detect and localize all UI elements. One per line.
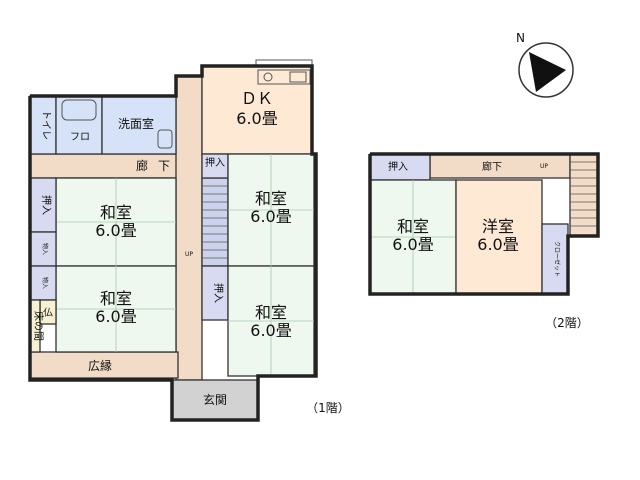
tatami-room-3-name: 和室 — [255, 189, 287, 208]
closet-1f-stair-bottom — [201, 265, 229, 321]
tatami-grid-lines — [56, 154, 314, 376]
butsudan-label: 仏 — [43, 307, 53, 319]
western-room-2f — [455, 179, 543, 295]
bath-room — [55, 95, 103, 155]
tatami-room-2-size: 6.0畳 — [95, 307, 136, 326]
floor-2 — [368, 152, 600, 296]
kitchen-sink — [263, 72, 273, 82]
closet-2f-label: 押入 — [388, 160, 408, 173]
kitchen-stove — [289, 71, 307, 83]
closet-b-label: 物入 — [41, 243, 49, 255]
closet-e-label: 押入 — [212, 283, 225, 303]
tatami-room-1-name: 和室 — [100, 203, 132, 222]
tokonoma-label: 床の間 — [32, 311, 45, 341]
compass-needle — [529, 52, 566, 92]
outer-wall-1f — [28, 64, 318, 422]
closet-2f — [369, 153, 431, 181]
tatami-grid-2f — [370, 180, 456, 294]
washroom-label: 洗面室 — [118, 116, 154, 131]
tatami-room-2-name: 和室 — [100, 289, 132, 308]
compass-north-label: N — [516, 31, 525, 45]
corridor-1f-vertical — [175, 75, 203, 381]
stair-1f-treads — [202, 185, 228, 259]
kitchen-counter — [257, 69, 311, 85]
stair-1f-up-label: UP — [185, 251, 193, 258]
corridor-2f-label: 廊下 — [482, 160, 502, 173]
dk-label: ＤＫ — [241, 89, 273, 108]
toilet-label: トイレ — [40, 110, 51, 140]
stair-1f — [201, 177, 229, 267]
western-room-2f-name: 洋室 — [482, 217, 514, 236]
tatami-room-4-name: 和室 — [255, 303, 287, 322]
stair-2f-treads — [570, 161, 598, 227]
dk-size: 6.0畳 — [236, 109, 277, 128]
wardrobe-2f-label: クローゼット — [553, 241, 561, 277]
bathtub — [61, 99, 97, 121]
floor-2-label: （2階） — [545, 315, 589, 330]
compass: N — [516, 31, 574, 98]
closet-1f-left-c — [29, 265, 57, 301]
western-room-2f-size: 6.0畳 — [477, 235, 518, 254]
outer-wall-2f — [368, 152, 600, 296]
hiroen-label: 広縁 — [88, 358, 112, 373]
stair-2f-up-label: UP — [540, 163, 548, 170]
tatami-room-2f-size: 6.0畳 — [392, 235, 433, 254]
closet-d-label: 押入 — [205, 156, 225, 169]
closet-1f-left-b — [29, 231, 57, 267]
entrance-label: 玄関 — [203, 392, 227, 407]
closet-a-label: 押入 — [40, 195, 53, 215]
dk-room — [201, 65, 313, 155]
tatami-room-1-size: 6.0畳 — [95, 221, 136, 240]
floor-1-label: （1階） — [306, 400, 350, 415]
closet-c-label: 物入 — [41, 277, 49, 289]
stair-2f — [569, 153, 599, 237]
washbasin — [157, 129, 173, 149]
floor-1 — [28, 59, 318, 422]
bath-label: フロ — [70, 132, 90, 143]
tatami-room-3-size: 6.0畳 — [250, 207, 291, 226]
corridor-1f-label: 廊下 — [136, 158, 180, 173]
tatami-room-2f-name: 和室 — [397, 217, 429, 236]
tatami-room-4-size: 6.0畳 — [250, 321, 291, 340]
